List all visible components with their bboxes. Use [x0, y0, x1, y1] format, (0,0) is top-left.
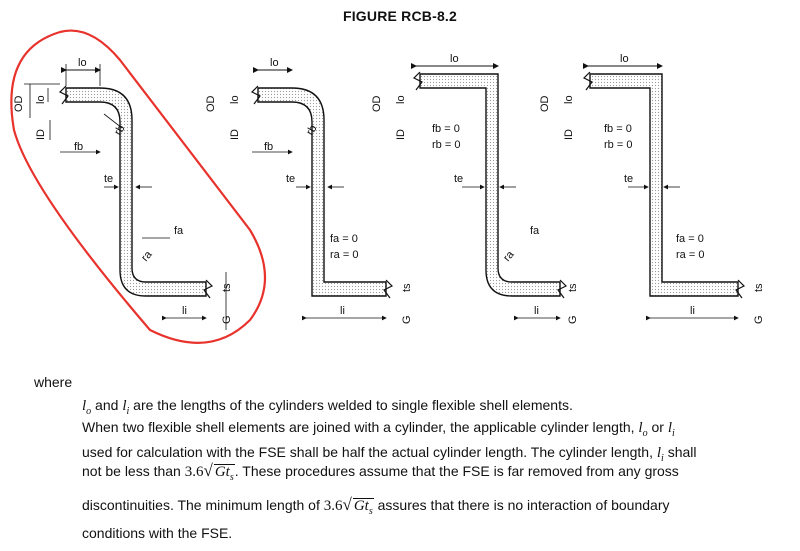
label-te-1: te	[104, 173, 113, 185]
label-fb-1: fb	[74, 141, 83, 153]
label-fa0-4: fa = 0	[676, 233, 704, 245]
label-lo-2: lo	[270, 57, 279, 69]
label-ra0-2: ra = 0	[330, 249, 358, 261]
label-g-4: G	[753, 315, 765, 324]
shell-outline-4	[589, 73, 739, 297]
label-fa-3: fa	[530, 225, 540, 237]
formula-min-length-2: 3.6√Gts	[323, 495, 374, 517]
label-id-1: ID	[35, 129, 47, 140]
label-fb0-4: fb = 0	[604, 123, 632, 135]
symbol-li: li	[122, 398, 130, 417]
label-g-1: G	[221, 315, 233, 324]
label-lo-v-1: lo	[35, 95, 47, 104]
label-ra-3: ra	[501, 248, 517, 264]
label-ra-1: ra	[139, 248, 155, 264]
shell-diagram-4: lo OD lo ID fb = 0 rb = 0 te fa = 0 ra =…	[539, 53, 765, 324]
break-mark-4b	[735, 279, 746, 299]
label-rb0-3: rb = 0	[432, 139, 460, 151]
paragraph-min-length: not be less than 3.6√Gts. These procedur…	[82, 461, 679, 484]
symbol-lo: lo	[82, 398, 92, 417]
label-ts-4: ts	[753, 283, 765, 292]
break-mark-2b	[383, 279, 394, 299]
paragraph-two-fse: When two flexible shell elements are joi…	[82, 419, 697, 464]
shell-outline-3	[419, 73, 561, 297]
shell-outline-1	[65, 87, 207, 297]
label-ts-3: ts	[567, 283, 579, 292]
paragraph-conditions: conditions with the FSE.	[82, 525, 233, 541]
label-lo-v-2: lo	[229, 95, 241, 104]
label-li-2: li	[340, 305, 345, 317]
label-lo-v-4: lo	[563, 95, 575, 104]
label-li-3: li	[534, 305, 539, 317]
label-od-2: OD	[205, 95, 217, 112]
label-li-4: li	[690, 305, 695, 317]
shell-outline-2	[257, 87, 387, 297]
label-fa-1: fa	[174, 225, 184, 237]
label-g-3: G	[567, 315, 579, 324]
label-lo-v-3: lo	[395, 95, 407, 104]
break-mark-1b	[203, 279, 214, 299]
figure-title: FIGURE RCB-8.2	[342, 8, 458, 24]
label-ts-1: ts	[221, 283, 233, 292]
label-lo-1: lo	[78, 57, 87, 69]
label-lo-3: lo	[450, 53, 459, 65]
figure-diagram: lo OD lo ID fb rb te fa ra ts G li	[10, 29, 765, 344]
shell-diagram-3: lo OD lo ID fb = 0 rb = 0 te fa ra ts G …	[371, 53, 579, 324]
highlight-oval	[10, 29, 266, 344]
label-li-1: li	[182, 305, 187, 317]
formula-min-length-1: 3.6√Gts	[184, 461, 235, 483]
label-fa0-2: fa = 0	[330, 233, 358, 245]
label-ra0-4: ra = 0	[676, 249, 704, 261]
paragraph-lengths: lo and li are the lengths of the cylinde…	[82, 397, 573, 417]
label-od-1: OD	[13, 95, 25, 112]
label-ts-2: ts	[401, 283, 413, 292]
break-mark-4a	[582, 71, 593, 91]
shell-diagram-2: lo OD lo ID fb rb te fa = 0 ra = 0 ts G …	[205, 57, 413, 324]
where-label: where	[34, 374, 73, 390]
label-id-2: ID	[229, 129, 241, 140]
break-mark-3a	[412, 71, 423, 91]
paragraph-discontinuities: discontinuities. The minimum length of 3…	[82, 495, 670, 518]
label-rb0-4: rb = 0	[604, 139, 632, 151]
label-lo-4: lo	[620, 53, 629, 65]
break-mark-2a	[250, 85, 261, 105]
break-mark-3b	[557, 279, 568, 299]
break-mark-1a	[58, 85, 69, 105]
label-g-2: G	[401, 315, 413, 324]
label-te-3: te	[454, 173, 463, 185]
label-od-3: OD	[371, 95, 383, 112]
label-od-4: OD	[539, 95, 551, 112]
label-te-4: te	[624, 173, 633, 185]
label-id-4: ID	[563, 129, 575, 140]
label-id-3: ID	[395, 129, 407, 140]
label-fb0-3: fb = 0	[432, 123, 460, 135]
label-fb-2: fb	[264, 141, 273, 153]
label-te-2: te	[286, 173, 295, 185]
